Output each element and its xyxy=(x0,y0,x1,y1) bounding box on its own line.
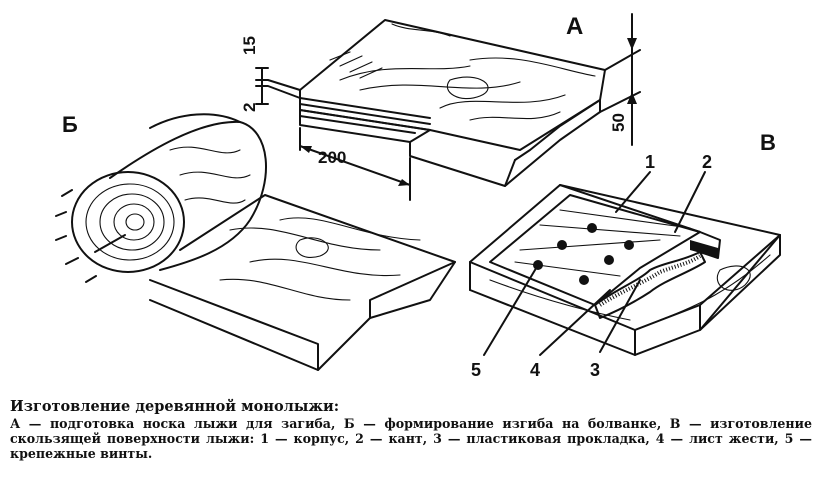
callout-5-label: 5 xyxy=(471,360,481,380)
dimension-thickness xyxy=(255,67,301,105)
ski-manufacturing-illustration: 15 2 200 50 А Б xyxy=(55,13,781,380)
callout-4-label: 4 xyxy=(530,360,540,380)
caption-body: А — подготовка носка лыжи для загиба, Б … xyxy=(10,416,812,461)
dim-15-label: 15 xyxy=(240,36,259,55)
callout-1-label: 1 xyxy=(645,152,655,172)
dim-50-label: 50 xyxy=(609,113,628,132)
dim-2-label: 2 xyxy=(240,103,259,112)
part-b-label: Б xyxy=(62,112,78,137)
callout-2-label: 2 xyxy=(702,152,712,172)
part-a-split-board: 15 2 200 50 А xyxy=(240,13,641,201)
dim-200-label: 200 xyxy=(318,148,346,167)
part-b-rolled-board: Б xyxy=(55,112,456,371)
part-c-ski-base: В 1 2 3 4 5 xyxy=(469,130,781,380)
callout-3-label: 3 xyxy=(590,360,600,380)
dimension-length xyxy=(299,127,411,201)
part-c-label: В xyxy=(760,130,776,155)
figure-caption: Изготовление деревянной монолыжи: А — по… xyxy=(10,399,812,461)
part-a-label: А xyxy=(566,13,583,40)
caption-title: Изготовление деревянной монолыжи: xyxy=(10,398,340,415)
dimension-width xyxy=(599,13,641,146)
